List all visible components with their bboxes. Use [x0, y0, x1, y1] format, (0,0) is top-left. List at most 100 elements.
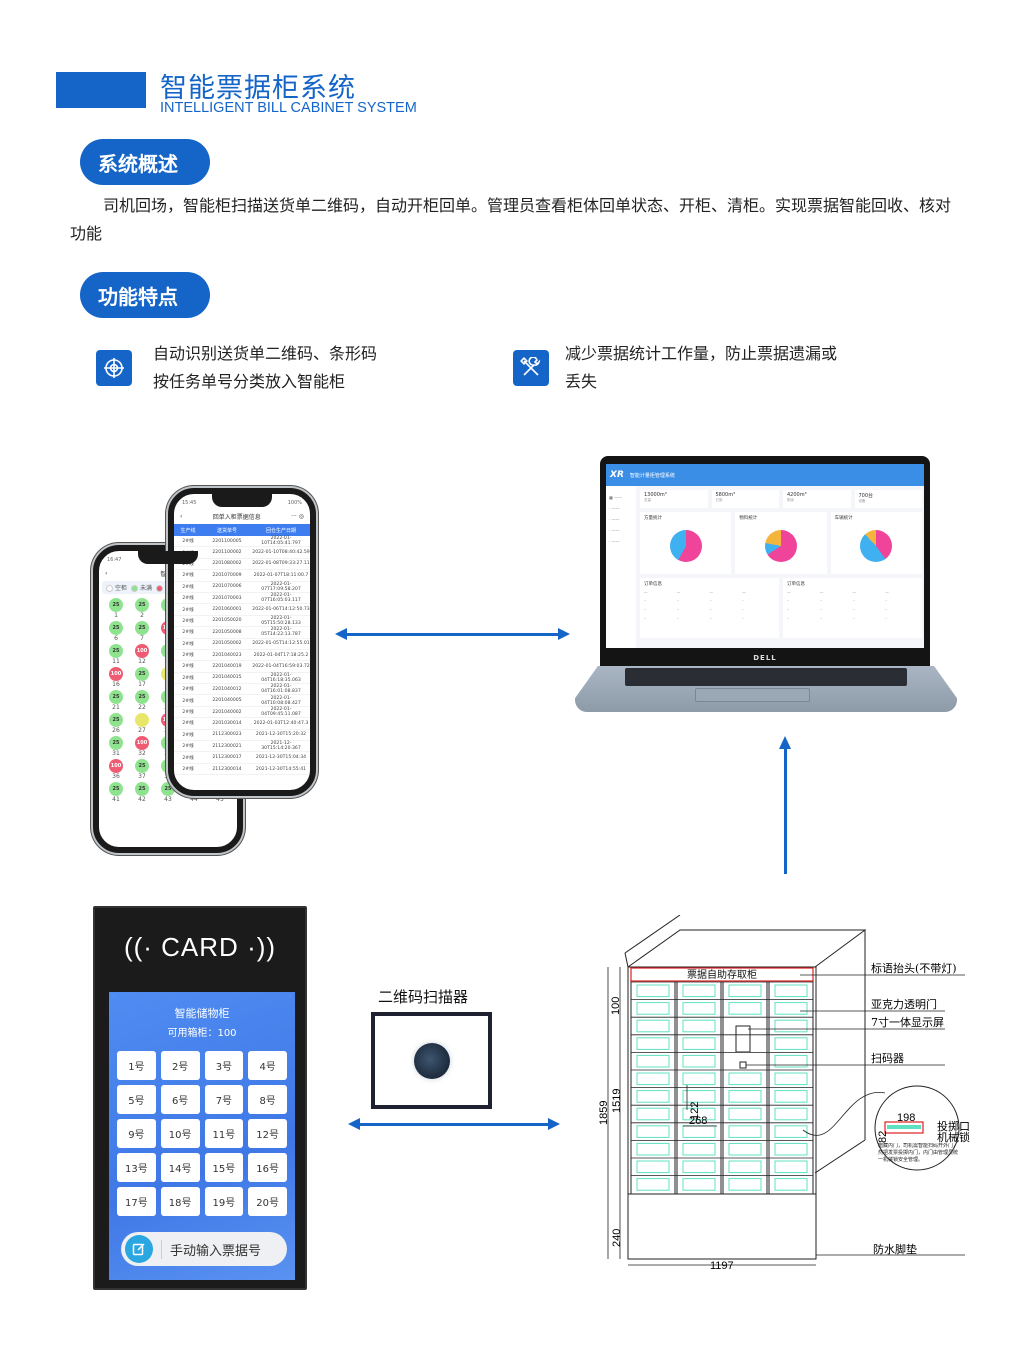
locker-button[interactable]: 12号 — [248, 1119, 287, 1148]
back-icon[interactable]: ‹ — [105, 569, 108, 577]
locker-button[interactable]: 5号 — [117, 1085, 156, 1114]
fill-indicator: 25 — [109, 782, 123, 796]
callout-scanner: 扫码器 — [871, 1052, 904, 1065]
back-icon[interactable]: ‹ — [180, 512, 183, 520]
sidebar-item[interactable]: · —— — [609, 506, 620, 511]
sidebar-item[interactable]: · —— — [609, 517, 620, 522]
locker-button[interactable]: 3号 — [204, 1051, 244, 1080]
locker-door — [636, 1037, 670, 1050]
order-tables: 订单信息 ———— ········ ········ ········ 订单信… — [640, 578, 922, 638]
locker-button[interactable]: 16号 — [248, 1153, 287, 1182]
manual-input-button[interactable]: 手动输入票据号 — [121, 1232, 287, 1266]
sidebar-item[interactable]: ■ —— — [609, 495, 623, 500]
locker-door — [774, 1142, 808, 1156]
locker-button[interactable]: 13号 — [117, 1153, 156, 1182]
locker-button[interactable]: 6号 — [160, 1085, 200, 1114]
locker-button[interactable]: 4号 — [248, 1051, 287, 1080]
cell-number: 7 — [140, 635, 144, 642]
locker-door — [636, 1107, 670, 1121]
locker-button[interactable]: 10号 — [160, 1119, 200, 1148]
feature-text: 自动识别送货单二维码、条形码 按任务单号分类放入智能柜 — [153, 340, 377, 396]
locker-button[interactable]: 20号 — [248, 1187, 287, 1216]
tools-icon — [513, 350, 549, 386]
locker-button[interactable]: 9号 — [117, 1119, 156, 1148]
fill-indicator: 25 — [109, 598, 123, 612]
locker-button[interactable]: 11号 — [204, 1119, 244, 1148]
locker-button[interactable]: 19号 — [204, 1187, 244, 1216]
sidebar-item[interactable]: · —— — [609, 539, 620, 544]
more-icon[interactable]: ··· ◎ — [291, 512, 304, 520]
table-cell: 2201030014 — [212, 720, 242, 726]
table-cell: 2201050020 — [212, 618, 242, 624]
locker-button[interactable]: 2号 — [160, 1051, 200, 1080]
locker-button[interactable]: 1号 — [117, 1051, 156, 1080]
locker-button[interactable]: 15号 — [204, 1153, 244, 1182]
pie-chart — [669, 530, 702, 562]
table-cell: 2201100002 — [212, 550, 242, 556]
double-arrow — [335, 628, 570, 640]
locker-button[interactable]: 14号 — [160, 1153, 200, 1182]
locker-button[interactable]: 18号 — [160, 1187, 200, 1216]
locker-button[interactable]: 7号 — [204, 1085, 244, 1114]
sidebar-item[interactable]: · —— — [609, 528, 620, 533]
locker-button[interactable]: 17号 — [117, 1187, 156, 1216]
locker-door — [728, 984, 762, 998]
banner-frame — [630, 967, 814, 982]
locker-button[interactable]: 8号 — [248, 1085, 287, 1114]
header-accent-bar — [56, 72, 146, 108]
locker-door — [636, 1002, 670, 1015]
app-title: 智能计量柜管理系统 — [629, 472, 675, 479]
locker-door — [636, 1142, 670, 1156]
locker-door — [682, 1037, 716, 1050]
double-arrow — [348, 1118, 560, 1130]
cabinet-cell[interactable]: 27 — [129, 713, 155, 734]
table-cell: 2022-01-05T14:12:55.01 — [252, 641, 310, 647]
cell-number: 8 — [166, 635, 170, 642]
table-cell: 2022-01-04T16:59:03.72 — [252, 663, 310, 669]
cell-number: 45 — [216, 796, 224, 803]
nfc-card-reader: ((· CARD ·)) — [95, 932, 305, 963]
callout-foot: 防水脚垫 — [873, 1242, 917, 1256]
cell-number: 32 — [138, 750, 146, 757]
